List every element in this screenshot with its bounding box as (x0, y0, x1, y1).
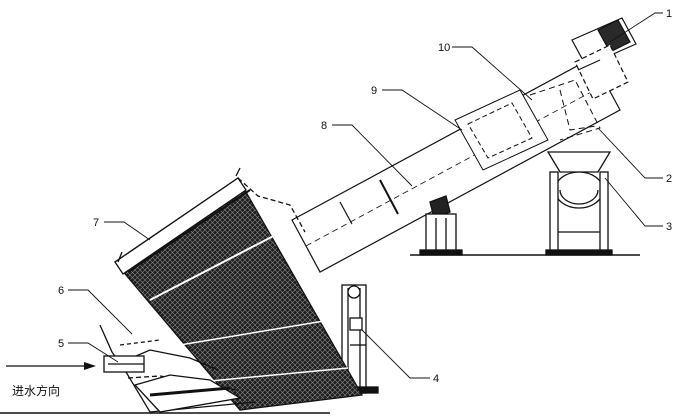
flow-direction: 进水方向 (6, 362, 96, 398)
callout-9: 9 (371, 85, 377, 97)
callout-1: 1 (666, 8, 672, 20)
inlet-trough (99, 324, 256, 413)
callout-8: 8 (321, 120, 327, 132)
callout-labels: 1 2 3 4 5 6 7 8 9 10 (58, 8, 672, 385)
screen-drum (114, 167, 364, 411)
collection-bin (545, 151, 613, 256)
drive-motor (571, 17, 637, 100)
upper-support (419, 195, 463, 256)
flow-arrow-icon (84, 362, 96, 370)
callout-3: 3 (666, 221, 672, 233)
discharge-chute (559, 89, 597, 131)
callout-4: 4 (433, 373, 439, 385)
callout-7: 7 (93, 217, 99, 229)
callout-6: 6 (58, 285, 64, 297)
leader-lines (68, 12, 663, 379)
flow-direction-label: 进水方向 (12, 383, 60, 398)
callout-5: 5 (58, 338, 64, 350)
callout-10: 10 (438, 42, 450, 54)
callout-2: 2 (666, 173, 672, 185)
upper-casing (454, 79, 601, 171)
